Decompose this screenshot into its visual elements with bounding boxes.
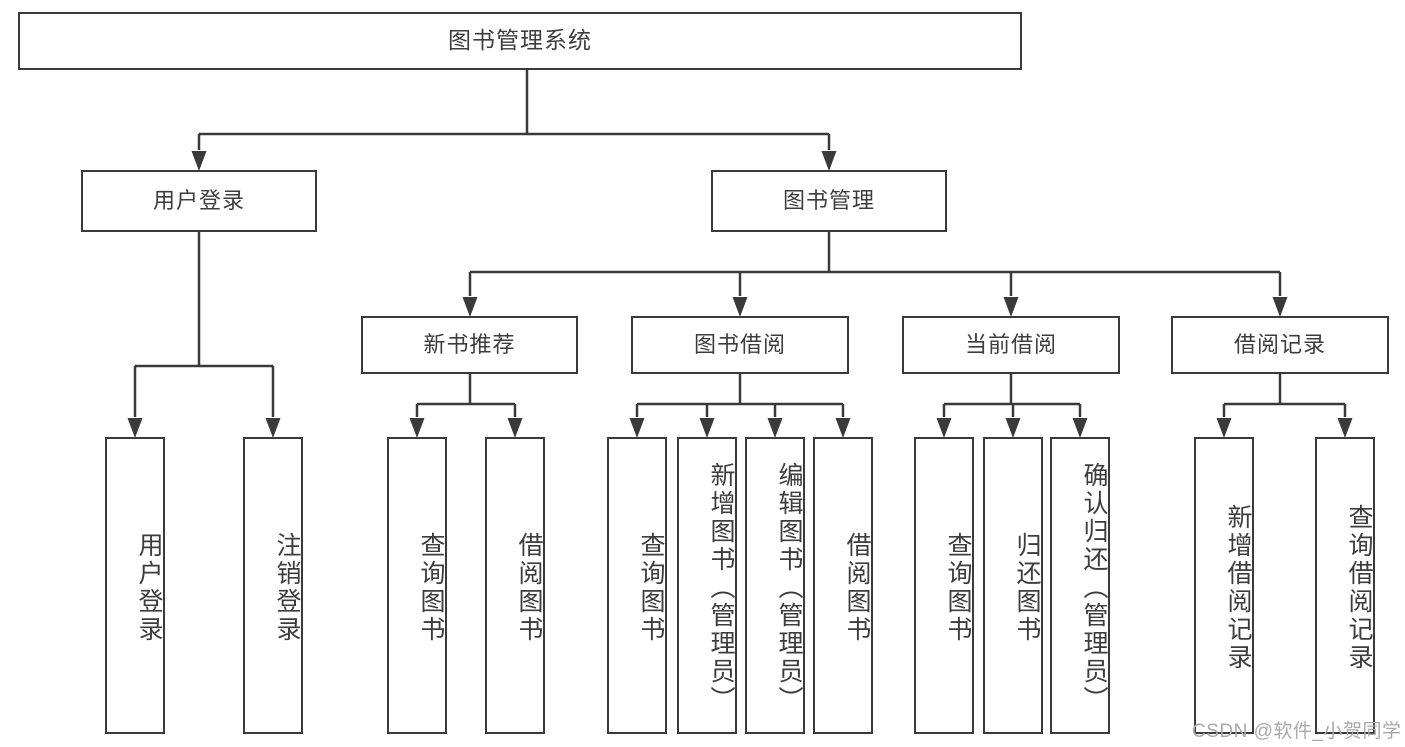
arrowhead-icon: [732, 297, 748, 317]
node-leaf-7[interactable]: 借阅图书: [813, 437, 873, 734]
node-label: 新增借阅记录: [1224, 503, 1252, 672]
node-label: 借阅图书: [515, 531, 543, 644]
arrowhead-icon: [1337, 418, 1353, 438]
connector-line: [468, 232, 1282, 296]
node-leaf-3[interactable]: 借阅图书: [485, 437, 545, 734]
node-leaf-0[interactable]: 用户登录: [105, 437, 165, 734]
arrowhead-icon: [936, 418, 952, 438]
arrowhead-icon: [265, 418, 281, 438]
node-leaf-5[interactable]: 新增图书（管理员）: [677, 437, 737, 734]
node-label: 查询借阅记录: [1345, 503, 1373, 672]
node-leaf-4[interactable]: 查询图书: [607, 437, 667, 734]
arrowhead-icon: [409, 418, 425, 438]
node-level2-1[interactable]: 图书管理: [711, 170, 947, 232]
arrowhead-icon: [1003, 297, 1019, 317]
node-label: 用户登录: [152, 187, 245, 213]
node-label: 确认归还（管理员）: [1080, 461, 1108, 714]
arrowhead-icon: [191, 151, 207, 171]
node-label: 归还图书: [1013, 531, 1041, 644]
arrowhead-icon: [507, 418, 523, 438]
node-level3-3[interactable]: 借阅记录: [1171, 316, 1389, 374]
connector-line: [133, 232, 275, 417]
node-label: 图书管理: [782, 187, 875, 213]
arrowhead-icon: [699, 418, 715, 438]
connector-line: [415, 374, 517, 417]
node-label: 新书推荐: [423, 331, 516, 357]
connector-line: [942, 374, 1082, 417]
connector-line: [635, 374, 845, 417]
node-label: 借阅图书: [843, 531, 871, 644]
node-leaf-11[interactable]: 新增借阅记录: [1194, 437, 1254, 734]
node-label: 用户登录: [135, 531, 163, 644]
node-leaf-12[interactable]: 查询借阅记录: [1315, 437, 1375, 734]
node-leaf-8[interactable]: 查询图书: [914, 437, 974, 734]
arrowhead-icon: [767, 418, 783, 438]
node-label: 借阅记录: [1233, 331, 1326, 357]
connector-line: [197, 70, 831, 150]
node-level3-1[interactable]: 图书借阅: [631, 316, 849, 374]
arrowhead-icon: [127, 418, 143, 438]
node-label: 当前借阅: [964, 331, 1057, 357]
arrowhead-icon: [1072, 418, 1088, 438]
connector-line: [1222, 374, 1347, 417]
node-leaf-10[interactable]: 确认归还（管理员）: [1050, 437, 1110, 734]
node-leaf-1[interactable]: 注销登录: [243, 437, 303, 734]
arrowhead-icon: [462, 297, 478, 317]
arrowhead-icon: [821, 151, 837, 171]
node-leaf-2[interactable]: 查询图书: [387, 437, 447, 734]
node-label: 编辑图书（管理员）: [775, 461, 803, 714]
arrowhead-icon: [1272, 297, 1288, 317]
node-label: 注销登录: [273, 531, 301, 644]
node-label: 查询图书: [417, 531, 445, 644]
node-label: 查询图书: [944, 531, 972, 644]
node-label: 图书借阅: [693, 331, 786, 357]
node-level3-0[interactable]: 新书推荐: [361, 316, 578, 374]
node-label: 新增图书（管理员）: [707, 461, 735, 714]
node-level3-2[interactable]: 当前借阅: [902, 316, 1120, 374]
arrowhead-icon: [1005, 418, 1021, 438]
arrowhead-icon: [1216, 418, 1232, 438]
node-root[interactable]: 图书管理系统: [18, 12, 1022, 70]
node-level2-0[interactable]: 用户登录: [81, 170, 317, 232]
arrowhead-icon: [835, 418, 851, 438]
node-leaf-6[interactable]: 编辑图书（管理员）: [745, 437, 805, 734]
node-leaf-9[interactable]: 归还图书: [983, 437, 1043, 734]
arrowhead-icon: [629, 418, 645, 438]
node-label: 图书管理系统: [448, 27, 592, 54]
node-label: 查询图书: [637, 531, 665, 644]
